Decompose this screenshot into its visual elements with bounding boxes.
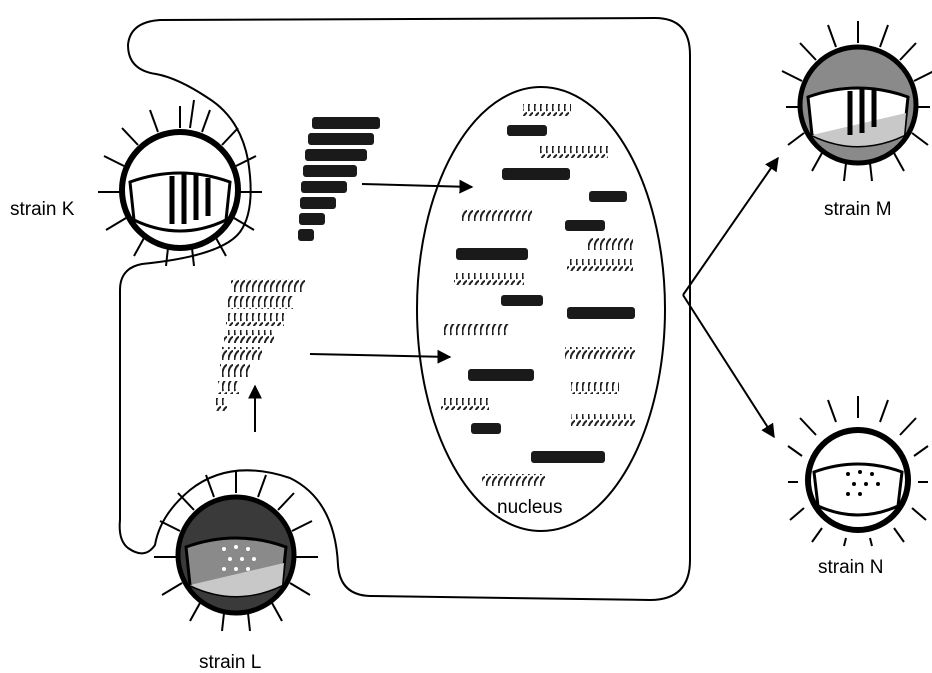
arrow-k-to-nucleus [362, 184, 472, 187]
nucleus-label: nucleus [497, 497, 563, 518]
strain-l-label: strain L [199, 652, 261, 673]
strain-n-label: strain N [818, 557, 883, 578]
strain-m-label: strain M [824, 199, 892, 220]
arrow-to-strain-m [683, 158, 778, 295]
strain-m-virus-icon [782, 21, 932, 181]
strain-l-virus-icon [154, 471, 318, 631]
strain-k-virus-icon [98, 100, 262, 266]
strain-k-label: strain K [10, 199, 75, 220]
arrow-l-to-nucleus [310, 354, 450, 357]
strain-l-segments [216, 279, 305, 411]
strain-k-segments [298, 117, 380, 241]
nucleus-segments [441, 104, 635, 486]
strain-n-virus-icon [788, 396, 928, 546]
arrow-to-strain-n [683, 295, 774, 437]
